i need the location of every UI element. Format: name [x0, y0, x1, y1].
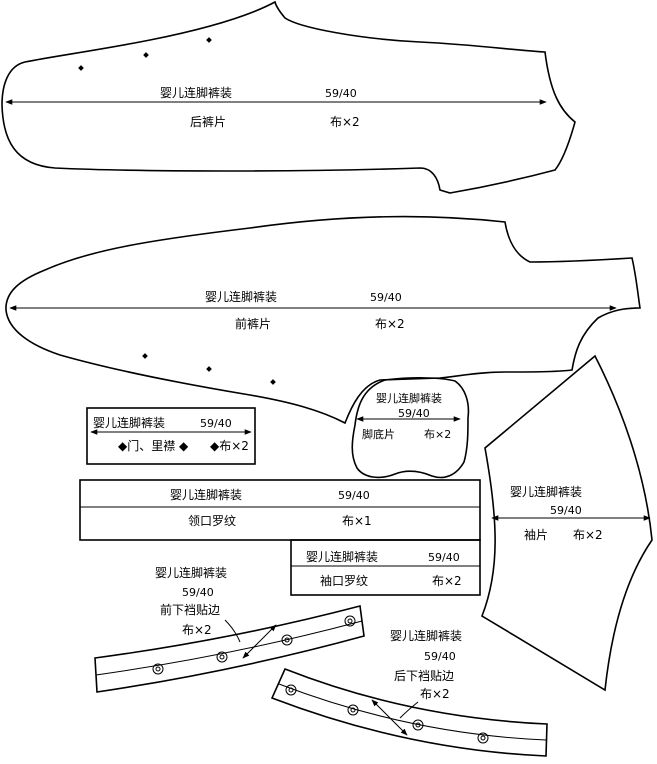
- back-crotch-facing-snap: [347, 704, 359, 716]
- front-crotch-facing-grainline: [242, 624, 277, 659]
- front-crotch-facing-piece: 婴儿连脚裤装 59/40 前下裆贴边 布×2: [94, 565, 365, 693]
- sole-piece: 婴儿连脚裤装 59/40 脚底片 布×2: [351, 377, 470, 479]
- front-crotch-facing-title: 婴儿连脚裤装: [155, 565, 227, 580]
- collar-rib-title: 婴儿连脚裤装: [170, 487, 242, 502]
- placket-title: 婴儿连脚裤装: [93, 415, 165, 430]
- collar-rib-outline: [79, 479, 481, 541]
- back-pants-outline: [1, 0, 576, 194]
- placket-qty: ◆布×2: [210, 439, 249, 453]
- placket-size: 59/40: [200, 417, 232, 430]
- back-crotch-facing-title: 婴儿连脚裤装: [390, 628, 462, 643]
- front-crotch-facing-outline: [94, 604, 365, 693]
- front-pants-dot: [206, 366, 212, 372]
- front-crotch-facing-snap: [281, 634, 293, 646]
- back-crotch-facing-qty: 布×2: [420, 687, 450, 701]
- back-crotch-facing-snap: [285, 684, 297, 696]
- cuff-rib-name: 袖口罗纹: [320, 573, 368, 588]
- front-pants-size: 59/40: [370, 291, 402, 304]
- back-pants-title: 婴儿连脚裤装: [160, 85, 232, 100]
- front-pants-dot: [142, 353, 148, 359]
- back-crotch-facing-leader: [399, 701, 419, 719]
- front-pants-piece: 婴儿连脚裤装 59/40 前裤片 布×2: [5, 215, 641, 425]
- sole-title: 婴儿连脚裤装: [376, 391, 442, 405]
- sleeve-piece: 婴儿连脚裤装 59/40 袖片 布×2: [481, 354, 653, 692]
- back-pants-name: 后裤片: [190, 115, 226, 129]
- sleeve-title: 婴儿连脚裤装: [510, 484, 582, 499]
- cuff-rib-qty: 布×2: [432, 574, 462, 588]
- sole-outline: [351, 377, 470, 479]
- sleeve-qty: 布×2: [573, 528, 603, 542]
- placket-piece: 婴儿连脚裤装 59/40 ◆门、里襟 ◆ ◆布×2: [86, 407, 256, 465]
- sole-qty: 布×2: [424, 428, 451, 441]
- back-pants-dot: [206, 37, 212, 43]
- sleeve-outline: [481, 354, 653, 692]
- back-crotch-facing-snap: [477, 732, 489, 744]
- collar-rib-piece: 婴儿连脚裤装 59/40 领口罗纹 布×1: [79, 479, 481, 541]
- collar-rib-name: 领口罗纹: [188, 514, 236, 528]
- cuff-rib-outline: [290, 539, 481, 596]
- back-pants-qty: 布×2: [330, 115, 360, 129]
- front-crotch-facing-stitch-line: [95, 620, 363, 676]
- back-pants-piece: 婴儿连脚裤装 59/40 后裤片 布×2: [1, 0, 576, 194]
- back-pants-dot: [143, 52, 149, 58]
- cuff-rib-title: 婴儿连脚裤装: [306, 549, 378, 564]
- back-crotch-facing-piece: 婴儿连脚裤装 59/40 后下裆贴边 布×2: [270, 628, 548, 757]
- front-pants-title: 婴儿连脚裤装: [205, 289, 277, 304]
- front-crotch-facing-snap: [344, 615, 356, 627]
- front-crotch-facing-snap: [216, 651, 228, 663]
- back-crotch-facing-stitch-line: [278, 683, 547, 741]
- cuff-rib-piece: 婴儿连脚裤装 59/40 袖口罗纹 布×2: [290, 539, 481, 596]
- front-pants-outline: [5, 215, 641, 425]
- back-crotch-facing-snap: [412, 719, 424, 731]
- sleeve-name: 袖片: [524, 527, 548, 542]
- back-pants-size: 59/40: [325, 87, 357, 100]
- front-crotch-facing-qty: 布×2: [182, 623, 212, 637]
- placket-outline: [86, 407, 256, 465]
- cuff-rib-size: 59/40: [428, 551, 460, 564]
- back-crotch-facing-name: 后下裆贴边: [394, 669, 454, 683]
- collar-rib-qty: 布×1: [342, 514, 372, 528]
- front-pants-dot: [270, 379, 276, 385]
- back-crotch-facing-outline: [270, 667, 548, 757]
- collar-rib-size: 59/40: [338, 489, 370, 502]
- front-crotch-facing-leader: [224, 619, 241, 643]
- front-pants-qty: 布×2: [375, 317, 405, 331]
- back-pants-dot: [78, 65, 84, 71]
- sole-name: 脚底片: [362, 427, 395, 441]
- back-crotch-facing-size: 59/40: [424, 650, 456, 663]
- sole-size: 59/40: [398, 407, 430, 420]
- sleeve-size: 59/40: [550, 504, 582, 517]
- front-crotch-facing-size: 59/40: [182, 586, 214, 599]
- front-crotch-facing-snap: [152, 663, 164, 675]
- back-crotch-facing-grainline: [371, 699, 408, 736]
- placket-name: ◆门、里襟 ◆: [118, 438, 189, 453]
- front-pants-name: 前裤片: [235, 316, 271, 331]
- front-crotch-facing-name: 前下裆贴边: [160, 602, 220, 617]
